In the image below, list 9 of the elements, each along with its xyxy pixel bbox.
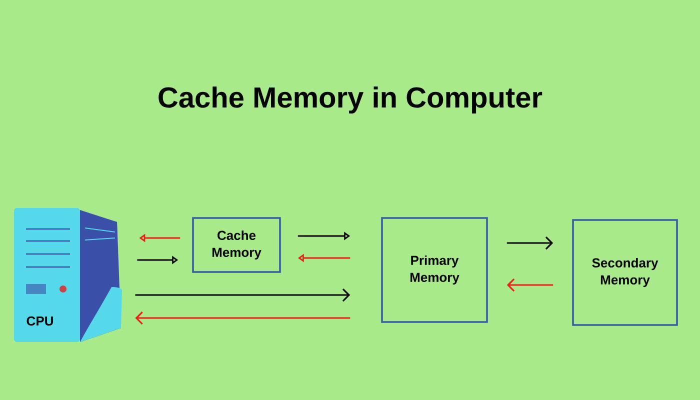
arrow <box>135 311 350 325</box>
title: Cache Memory in Computer <box>158 86 542 114</box>
cpu-label: CPU <box>26 316 53 326</box>
arrow <box>506 278 554 292</box>
arrow <box>135 288 350 302</box>
memory-box: Primary Memory <box>381 217 488 323</box>
memory-box: Cache Memory <box>192 217 281 273</box>
arrow <box>506 236 554 250</box>
memory-box: Secondary Memory <box>572 219 678 326</box>
